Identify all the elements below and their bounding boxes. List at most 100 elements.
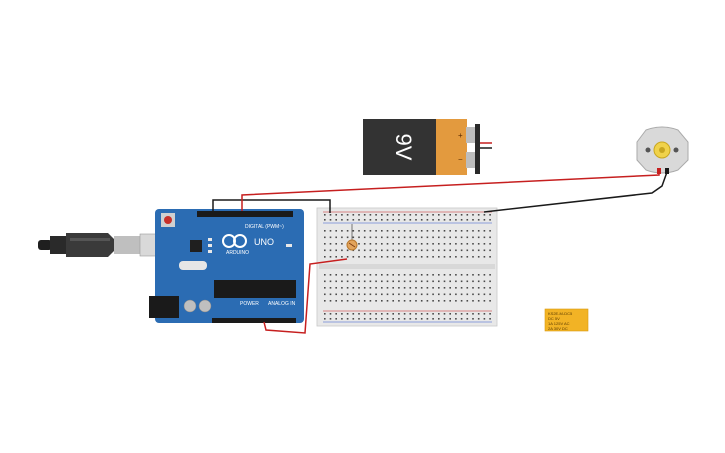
breadboard-hole[interactable] [472,300,474,302]
breadboard-hole[interactable] [426,236,429,239]
breadboard-hole[interactable] [341,300,343,302]
breadboard-hole[interactable] [409,219,412,221]
breadboard-hole[interactable] [363,318,366,320]
breadboard-hole[interactable] [398,243,400,245]
breadboard-hole[interactable] [466,249,469,252]
breadboard-hole[interactable] [420,249,423,252]
breadboard-hole[interactable] [352,219,355,221]
breadboard-hole[interactable] [335,219,337,221]
breadboard-hole[interactable] [341,214,343,216]
breadboard-hole[interactable] [449,243,451,245]
breadboard-hole[interactable] [363,219,366,221]
breadboard-hole[interactable] [341,293,343,296]
breadboard-hole[interactable] [324,249,326,252]
breadboard-hole[interactable] [324,236,326,239]
breadboard-hole[interactable] [341,219,343,221]
breadboard-hole[interactable] [426,256,429,258]
breadboard-hole[interactable] [392,214,394,216]
breadboard-hole[interactable] [472,293,474,296]
breadboard-hole[interactable] [329,287,332,289]
breadboard-hole[interactable] [472,230,474,232]
breadboard-hole[interactable] [324,318,326,320]
breadboard-hole[interactable] [329,230,332,232]
breadboard-hole[interactable] [420,256,423,258]
wires[interactable] [212,170,668,334]
breadboard-hole[interactable] [455,318,457,320]
breadboard-hole[interactable] [455,280,457,283]
breadboard-hole[interactable] [409,313,412,315]
breadboard-hole[interactable] [358,274,360,276]
breadboard-hole[interactable] [426,214,429,216]
breadboard-hole[interactable] [460,236,463,239]
breadboard-hole[interactable] [324,287,326,289]
breadboard-hole[interactable] [455,313,457,315]
breadboard-hole[interactable] [477,219,480,221]
breadboard-hole[interactable] [324,230,326,232]
breadboard-hole[interactable] [335,300,337,302]
breadboard-hole[interactable] [460,230,463,232]
breadboard-hole[interactable] [489,219,491,221]
breadboard-hole[interactable] [409,214,412,216]
breadboard-hole[interactable] [420,313,423,315]
breadboard-hole[interactable] [477,236,480,239]
breadboard-hole[interactable] [403,214,406,216]
breadboard-hole[interactable] [341,280,343,283]
breadboard-hole[interactable] [460,214,463,216]
breadboard-hole[interactable] [398,256,400,258]
breadboard-hole[interactable] [477,293,480,296]
breadboard-hole[interactable] [398,214,400,216]
breadboard-hole[interactable] [438,230,440,232]
breadboard-hole[interactable] [358,249,360,252]
breadboard-hole[interactable] [420,274,423,276]
breadboard-hole[interactable] [369,280,372,283]
breadboard-hole[interactable] [324,313,326,315]
breadboard-hole[interactable] [460,293,463,296]
breadboard-hole[interactable] [438,274,440,276]
breadboard-hole[interactable] [449,318,451,320]
breadboard-hole[interactable] [392,236,394,239]
breadboard-hole[interactable] [329,236,332,239]
breadboard-hole[interactable] [420,318,423,320]
breadboard-hole[interactable] [381,274,383,276]
wire-black-breadboard-to-motor[interactable] [483,171,668,213]
breadboard-hole[interactable] [415,230,417,232]
breadboard-hole[interactable] [329,256,332,258]
breadboard-hole[interactable] [346,280,349,283]
breadboard-hole[interactable] [432,293,434,296]
breadboard-hole[interactable] [341,318,343,320]
breadboard-hole[interactable] [449,287,451,289]
breadboard-hole[interactable] [472,274,474,276]
breadboard-hole[interactable] [346,274,349,276]
breadboard-hole[interactable] [363,236,366,239]
breadboard-hole[interactable] [403,318,406,320]
breadboard-hole[interactable] [346,287,349,289]
breadboard-hole[interactable] [358,280,360,283]
breadboard-hole[interactable] [432,219,434,221]
breadboard-hole[interactable] [472,249,474,252]
breadboard-hole[interactable] [324,243,326,245]
breadboard-hole[interactable] [352,214,355,216]
breadboard-hole[interactable] [352,280,355,283]
breadboard-hole[interactable] [466,256,469,258]
breadboard-hole[interactable] [381,313,383,315]
breadboard-hole[interactable] [432,274,434,276]
breadboard-hole[interactable] [392,300,394,302]
breadboard-hole[interactable] [449,219,451,221]
breadboard-hole[interactable] [381,236,383,239]
breadboard-hole[interactable] [483,293,486,296]
breadboard-hole[interactable] [460,318,463,320]
breadboard-hole[interactable] [415,249,417,252]
breadboard-hole[interactable] [386,236,389,239]
breadboard-hole[interactable] [369,313,372,315]
breadboard-hole[interactable] [426,249,429,252]
breadboard-hole[interactable] [386,219,389,221]
breadboard-hole[interactable] [375,219,377,221]
breadboard-hole[interactable] [438,249,440,252]
breadboard-hole[interactable] [358,243,360,245]
breadboard-hole[interactable] [352,300,355,302]
breadboard-hole[interactable] [403,236,406,239]
breadboard-hole[interactable] [375,230,377,232]
breadboard-hole[interactable] [363,274,366,276]
breadboard-hole[interactable] [335,214,337,216]
breadboard-hole[interactable] [432,243,434,245]
